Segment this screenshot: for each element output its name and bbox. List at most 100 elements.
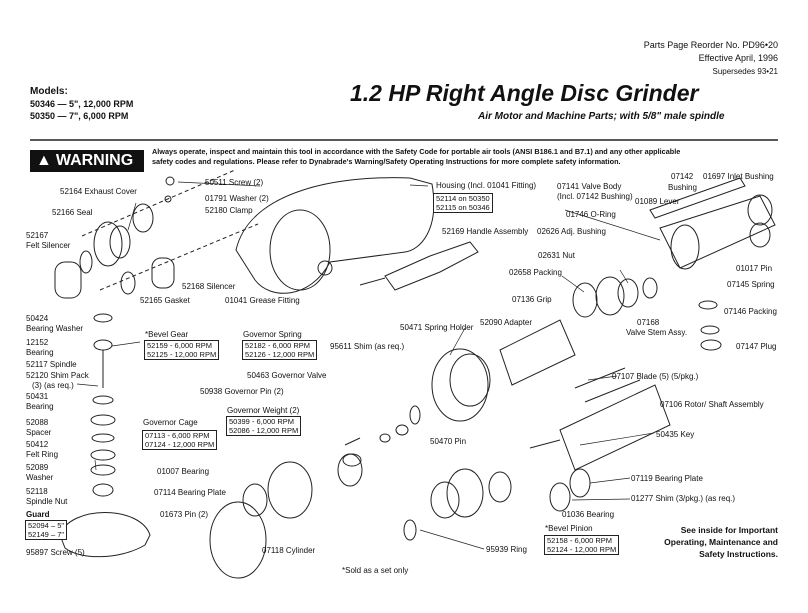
label-52180: 52180 Clamp bbox=[205, 206, 253, 215]
bevel-pinion-6000: 52158 - 6,000 RPM bbox=[547, 536, 613, 545]
label-guard: Guard bbox=[26, 510, 50, 519]
label-07168: 07168 bbox=[637, 318, 660, 327]
label-52118-desc: Spindle Nut bbox=[26, 497, 68, 506]
label-52088: 52088 bbox=[26, 418, 49, 427]
label-01746: 01746 O-Ring bbox=[566, 210, 616, 219]
label-95611: 95611 Shim (as req.) bbox=[330, 342, 405, 351]
governor-cage-12000: 07124 - 12,000 RPM bbox=[145, 440, 215, 449]
label-07107: 07107 Blade (5) (5/pkg.) bbox=[612, 372, 699, 381]
label-52117: 52117 Spindle bbox=[26, 360, 77, 369]
label-95897: 95897 Screw (5) bbox=[26, 548, 85, 557]
label-01791: 01791 Washer (2) bbox=[205, 194, 269, 203]
label-07106: 07106 Rotor/ Shaft Assembly bbox=[660, 400, 764, 409]
label-bevel-gear: *Bevel Gear bbox=[145, 330, 189, 339]
governor-spring-part-numbers: 52182 - 6,000 RPM 52126 - 12,000 RPM bbox=[242, 340, 318, 360]
label-07141: 07141 Valve Body bbox=[557, 182, 622, 191]
label-01697: 01697 Inlet Bushing bbox=[703, 172, 774, 181]
label-07145: 07145 Spring bbox=[727, 280, 775, 289]
label-07119: 07119 Bearing Plate bbox=[631, 474, 703, 483]
label-01089: 01089 Lever bbox=[635, 197, 680, 206]
footnote: *Sold as a set only bbox=[342, 566, 409, 575]
label-52167: 52167 bbox=[26, 231, 49, 240]
governor-cage-6000: 07113 - 6,000 RPM bbox=[145, 431, 210, 440]
label-01017: 01017 Pin bbox=[736, 264, 773, 273]
see-inside-line-1: See inside for Important bbox=[680, 525, 778, 535]
label-50412-desc: Felt Ring bbox=[26, 450, 59, 459]
bevel-gear-12000: 52125 - 12,000 RPM bbox=[147, 350, 217, 359]
page-subtitle: Air Motor and Machine Parts; with 5/8" m… bbox=[478, 111, 725, 122]
label-52118: 52118 bbox=[26, 487, 48, 496]
label-07142: 07142 bbox=[671, 172, 694, 181]
label-50471: 50471 Spring Holder bbox=[400, 323, 474, 332]
label-07147: 07147 Plug bbox=[736, 342, 777, 351]
label-01041: 01041 Grease Fitting bbox=[225, 296, 300, 305]
label-12152-desc: Bearing bbox=[26, 348, 54, 357]
supersedes: Supersedes 93•21 bbox=[712, 67, 778, 76]
label-50470: 50470 Pin bbox=[430, 437, 467, 446]
label-07141-desc: (Incl. 07142 Bushing) bbox=[557, 192, 633, 201]
label-01673: 01673 Pin (2) bbox=[160, 510, 209, 519]
bevel-pinion-part-numbers: 52158 - 6,000 RPM 52124 - 12,000 RPM bbox=[544, 535, 620, 555]
governor-weight-12000: 52086 - 12,000 RPM bbox=[229, 426, 299, 435]
guard-5-inch: 52094 – 5" bbox=[28, 521, 65, 530]
governor-cage-part-numbers: 07113 - 6,000 RPM 07124 - 12,000 RPM bbox=[142, 430, 218, 450]
label-52165: 52165 Gasket bbox=[140, 296, 190, 305]
label-95939: 95939 Ring bbox=[486, 545, 527, 554]
label-01036: 01036 Bearing bbox=[562, 510, 615, 519]
warning-line-1: Always operate, inspect and maintain thi… bbox=[152, 147, 681, 156]
label-01007: 01007 Bearing bbox=[157, 467, 210, 476]
label-07136: 07136 Grip bbox=[512, 295, 552, 304]
label-01277: 01277 Shim (3/pkg.) (as req.) bbox=[631, 494, 736, 503]
guard-part-numbers: 52094 – 5" 52149 – 7" bbox=[25, 520, 68, 540]
model-50346: 50346 — 5", 12,000 RPM bbox=[30, 99, 134, 109]
label-07118: 07118 Cylinder bbox=[262, 546, 316, 555]
label-07142-desc: Bushing bbox=[668, 183, 697, 192]
label-52089-desc: Washer bbox=[26, 473, 54, 482]
label-07146: 07146 Packing bbox=[724, 307, 777, 316]
page-title: 1.2 HP Right Angle Disc Grinder bbox=[350, 80, 699, 106]
label-governor-weight: Governor Weight (2) bbox=[227, 406, 300, 415]
bevel-pinion-12000: 52124 - 12,000 RPM bbox=[547, 545, 617, 554]
warning-triangle-icon: ▲ bbox=[36, 152, 52, 169]
label-50511: 50511 Screw (2) bbox=[205, 178, 264, 187]
effective-date: Effective April, 1996 bbox=[698, 53, 778, 63]
governor-weight-part-numbers: 50399 - 6,000 RPM 52086 - 12,000 RPM bbox=[226, 416, 302, 436]
warning-badge: ▲WARNING bbox=[30, 150, 144, 172]
label-02626: 02626 Adj. Bushing bbox=[537, 227, 606, 236]
label-52167-desc: Felt Silencer bbox=[26, 241, 71, 250]
housing-number-50350: 52114 on 50350 bbox=[436, 194, 490, 203]
see-inside-line-3: Safety Instructions. bbox=[699, 549, 778, 559]
governor-spring-12000: 52126 - 12,000 RPM bbox=[245, 350, 315, 359]
label-50938: 50938 Governor Pin (2) bbox=[200, 387, 284, 396]
label-50431-desc: Bearing bbox=[26, 402, 54, 411]
label-52089: 52089 bbox=[26, 463, 49, 472]
label-02658: 02658 Packing bbox=[509, 268, 562, 277]
housing-part-numbers: 52114 on 50350 52115 on 50346 bbox=[433, 193, 493, 213]
label-52169: 52169 Handle Assembly bbox=[442, 227, 529, 236]
governor-weight-6000: 50399 - 6,000 RPM bbox=[229, 417, 295, 426]
guard-7-inch: 52149 – 7" bbox=[28, 530, 65, 539]
warning-line-2: safety codes and regulations. Please ref… bbox=[152, 157, 621, 166]
label-52088-desc: Spacer bbox=[26, 428, 52, 437]
see-inside-line-2: Operating, Maintenance and bbox=[664, 537, 778, 547]
label-07168-desc: Valve Stem Assy. bbox=[626, 328, 688, 337]
label-52168: 52168 Silencer bbox=[182, 282, 236, 291]
label-52164: 52164 Exhaust Cover bbox=[60, 187, 137, 196]
label-housing: Housing (Incl. 01041 Fitting) bbox=[436, 181, 537, 190]
models-heading: Models: bbox=[30, 86, 68, 97]
label-07114: 07114 Bearing Plate bbox=[154, 488, 226, 497]
label-50424-desc: Bearing Washer bbox=[26, 324, 84, 333]
bevel-gear-part-numbers: 52159 - 6,000 RPM 52125 - 12,000 RPM bbox=[144, 340, 220, 360]
model-50350: 50350 — 7", 6,000 RPM bbox=[30, 111, 129, 121]
warning-badge-label: WARNING bbox=[55, 152, 134, 169]
governor-spring-6000: 52182 - 6,000 RPM bbox=[245, 341, 311, 350]
label-50424: 50424 bbox=[26, 314, 49, 323]
label-governor-spring: Governor Spring bbox=[243, 330, 302, 339]
label-50463: 50463 Governor Valve bbox=[247, 371, 327, 380]
label-50412: 50412 bbox=[26, 440, 49, 449]
label-52120: 52120 Shim Pack bbox=[26, 371, 89, 380]
label-governor-cage: Governor Cage bbox=[143, 418, 198, 427]
label-52090: 52090 Adapter bbox=[480, 318, 533, 327]
